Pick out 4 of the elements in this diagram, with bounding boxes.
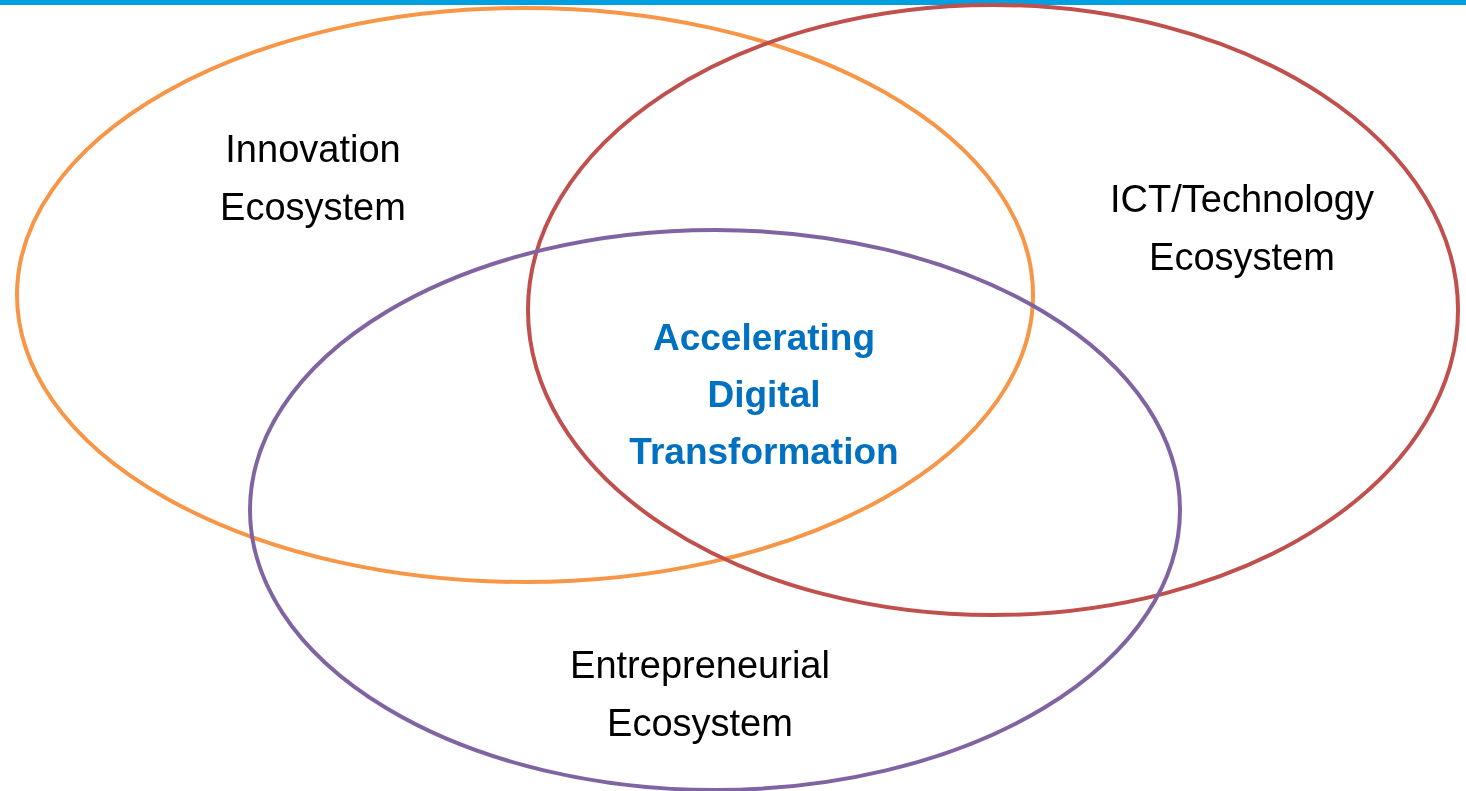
set-label: Innovation Ecosystem xyxy=(220,127,406,230)
set-label: Entrepreneurial Ecosystem xyxy=(570,643,830,746)
center-label: Accelerating Digital Transformation xyxy=(629,315,899,474)
set-label: ICT/Technology Ecosystem xyxy=(1110,177,1374,280)
